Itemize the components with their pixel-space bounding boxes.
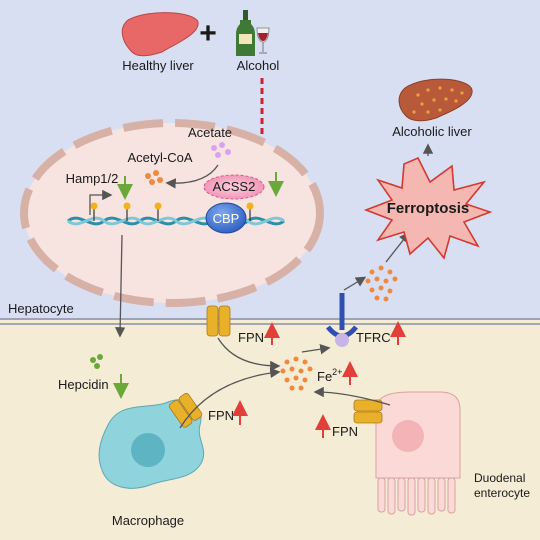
- macrophage-nucleus: [131, 433, 165, 467]
- duodenal-label-line2: enterocyte: [474, 486, 530, 500]
- macrophage-label: Macrophage: [112, 513, 184, 528]
- tfrc-label: TFRC: [356, 330, 391, 345]
- tfrc-to-intracellular-iron-arrow: [343, 276, 367, 291]
- duodenal-enterocyte-cell: [375, 391, 461, 516]
- fe-label: Fe2+: [317, 367, 342, 384]
- fpn-to-iron-arrow: [217, 337, 281, 372]
- acetate-label: Acetate: [188, 125, 232, 140]
- fpn-channel-enterocyte: [353, 399, 383, 424]
- cbp-label: CBP: [213, 211, 240, 226]
- healthy-liver-label: Healthy liver: [122, 58, 194, 73]
- fpn-channel-hepatocyte: [206, 305, 231, 337]
- cbp-protein: [205, 202, 247, 234]
- acss2-enzyme: [203, 174, 265, 200]
- ferroptosis-burst: [363, 156, 493, 260]
- fpn-macrophage-label: FPN: [208, 408, 234, 423]
- intracellular-iron-cluster: [365, 265, 398, 302]
- alcoholic-liver-label: Alcoholic liver: [392, 124, 472, 139]
- alcohol-icon: [236, 10, 270, 56]
- hepcidin-secretion-arrow: [114, 234, 126, 338]
- iron-to-ferroptosis-arrow: [385, 231, 410, 263]
- dna-strand: [67, 216, 285, 226]
- fe-text: Fe: [317, 369, 332, 384]
- hamp-label: Hamp1/2: [66, 171, 119, 186]
- hamp-transcription-arrow: [89, 189, 113, 215]
- macrophage-fpn-to-iron-arrow: [179, 367, 281, 429]
- iron-to-tfrc-arrow: [301, 344, 331, 355]
- fpn-enterocyte-label: FPN: [332, 424, 358, 439]
- enterocyte-fpn-to-iron-arrow: [313, 386, 391, 406]
- acss2-label: ACSS2: [213, 179, 256, 194]
- plus-sign: +: [199, 17, 217, 50]
- healthy-liver-icon: [121, 12, 199, 57]
- ferroptosis-label: Ferroptosis: [387, 200, 470, 217]
- fpn-hepatocyte-label: FPN: [238, 330, 264, 345]
- acetyl-coa-label: Acetyl-CoA: [127, 150, 192, 165]
- fe-charge: 2+: [332, 367, 342, 377]
- alcoholic-liver-icon: [398, 78, 473, 122]
- alcohol-label: Alcohol: [237, 58, 280, 73]
- acetyl-coa-molecules: [145, 170, 163, 185]
- hepcidin-label: Hepcidin: [58, 377, 109, 392]
- histone-acetyl-marks: [90, 202, 254, 221]
- extracellular-iron-cluster: [280, 356, 313, 391]
- acetate-molecules: [211, 142, 231, 158]
- tfrc-receptor: [326, 293, 358, 347]
- hepcidin-molecules: [90, 354, 103, 369]
- nucleus: [20, 119, 324, 307]
- hepatocyte-label: Hepatocyte: [8, 301, 74, 316]
- acetate-to-acetyl-coa-arrow: [165, 164, 219, 189]
- fpn-channel-macrophage: [168, 393, 203, 428]
- duodenal-label-line1: Duodenal: [474, 471, 525, 485]
